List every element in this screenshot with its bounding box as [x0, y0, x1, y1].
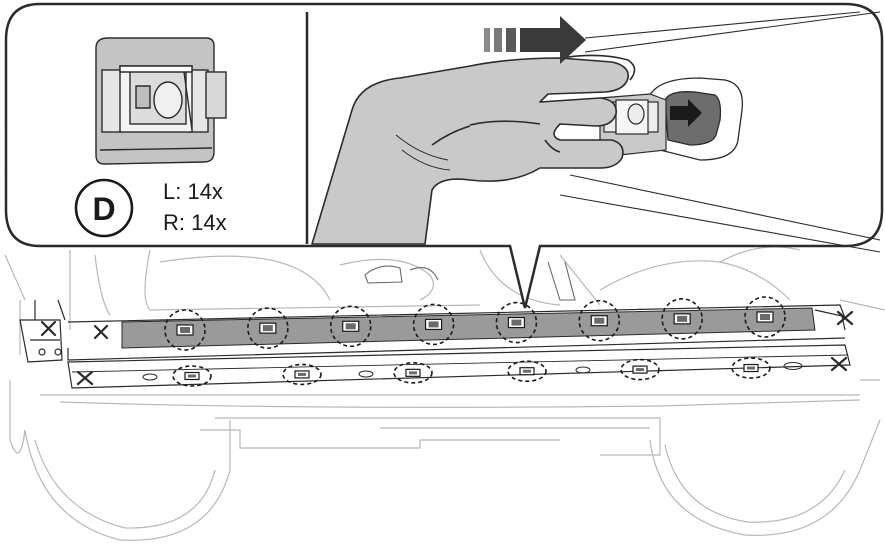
x-mark-icon [830, 356, 848, 372]
lower-rocker-panel [67, 344, 851, 389]
pull-direction-arrow-icon [484, 16, 586, 64]
held-clip-icon [599, 93, 667, 157]
x-mark-icon [76, 370, 94, 386]
dashed-circle-marker-icon [247, 307, 289, 349]
vehicle-body [4, 119, 885, 541]
lower-clip-row [172, 357, 771, 387]
left-side-count: L: 14x [163, 179, 223, 204]
rear-pillar-bracket [19, 299, 66, 363]
dashed-circle-marker-icon [731, 357, 771, 379]
rear-wheel-arch [24, 420, 231, 541]
door-sill-assembly [19, 299, 851, 389]
dashed-circle-marker-icon [412, 303, 455, 346]
panel-background-lines [559, 11, 881, 253]
dashed-circle-marker-icon [744, 296, 786, 338]
step-badge: D [74, 178, 134, 238]
dashed-circle-marker-icon [164, 309, 206, 351]
oval-hole [575, 366, 591, 374]
dashed-circle-marker-icon [393, 362, 433, 384]
dashed-circle-marker-icon [172, 365, 212, 387]
dashed-circle-marker-icon [620, 358, 660, 381]
dashed-circle-marker-icon [661, 298, 703, 340]
upper-clip-row [164, 296, 786, 351]
x-mark-icon [836, 310, 854, 326]
dashed-circle-marker-icon [329, 305, 372, 348]
oval-hole [358, 370, 374, 378]
right-side-count: R: 14x [163, 210, 227, 235]
dashed-circle-marker-icon [507, 360, 547, 383]
oval-hole [142, 373, 158, 381]
dashed-circle-marker-icon [282, 363, 322, 386]
removal-marks [40, 310, 854, 386]
oval-hole [783, 362, 803, 370]
pull-direction-arrow-icon [670, 99, 702, 127]
upper-sill-strip [121, 307, 816, 349]
dashed-circle-marker-icon [578, 299, 621, 342]
dashed-circle-marker-icon [495, 301, 538, 344]
seat-detail [364, 261, 576, 301]
trim-clip-icon [95, 37, 227, 165]
gloved-hand-icon [311, 54, 636, 245]
badge-letter: D [92, 191, 115, 227]
x-mark-icon [93, 324, 109, 340]
front-wheel-arch [649, 419, 881, 536]
x-mark-icon [40, 320, 57, 337]
